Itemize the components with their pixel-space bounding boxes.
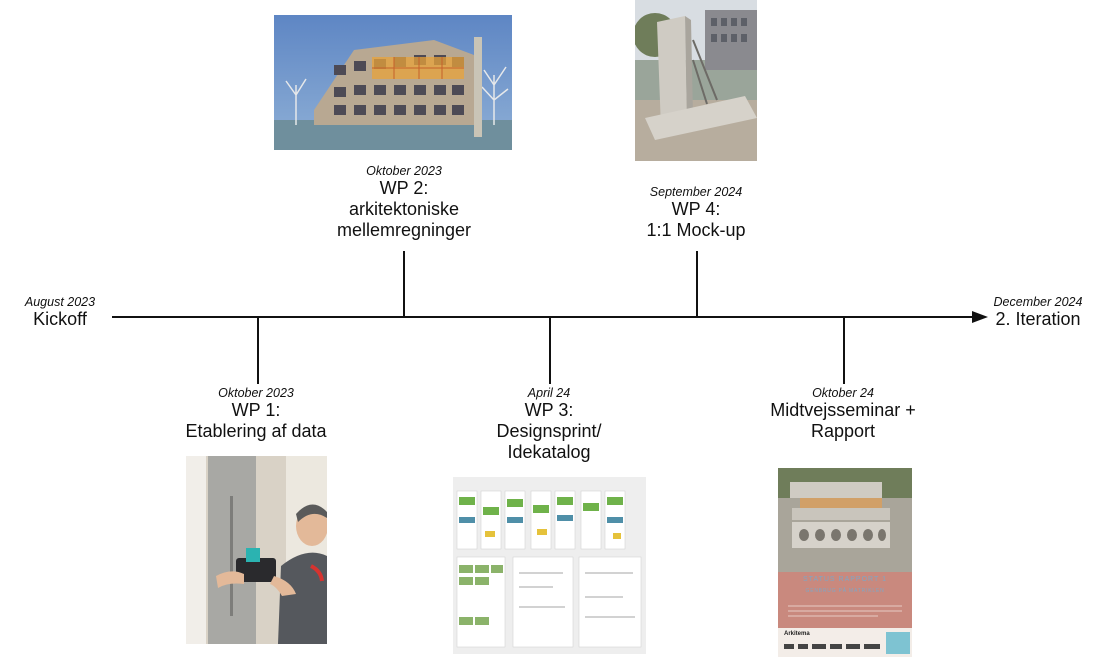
end-date: December 2024: [982, 295, 1094, 309]
wp2-date: Oktober 2023: [304, 164, 504, 178]
milestone-midtvejs: Oktober 24 Midtvejsseminar + Rapport: [743, 386, 943, 442]
kickoff-date: August 2023: [10, 295, 110, 309]
end-title: 2. Iteration: [982, 309, 1094, 330]
tick-wp1: [257, 317, 259, 384]
milestone-wp1: Oktober 2023 WP 1: Etablering af data: [156, 386, 356, 442]
milestone-end: December 2024 2. Iteration: [982, 295, 1094, 330]
wp2-line1: WP 2:: [304, 178, 504, 199]
status-report-cover: STATUS RAPPORT 1 GENBRUG PÅ MATRIKLEN Ar…: [778, 468, 912, 657]
timeline-axis: [112, 316, 982, 318]
tick-wp2: [403, 251, 405, 318]
wp1-date: Oktober 2023: [156, 386, 356, 400]
wp1-line2: Etablering af data: [156, 421, 356, 442]
wp3-designsprint-image: [453, 477, 646, 654]
wp4-line2: 1:1 Mock-up: [606, 220, 786, 241]
wp2-pointcloud-image: [274, 15, 512, 150]
report-heading: STATUS RAPPORT 1: [778, 576, 912, 583]
kickoff-title: Kickoff: [10, 309, 110, 330]
wp4-mockup-image: [635, 0, 757, 161]
wp1-line1: WP 1:: [156, 400, 356, 421]
wp3-line3: Idekatalog: [449, 442, 649, 463]
tick-midtvejs: [843, 317, 845, 384]
wp3-line1: WP 3:: [449, 400, 649, 421]
wp2-line3: mellemregninger: [304, 220, 504, 241]
midtvejs-line1: Midtvejsseminar +: [743, 400, 943, 421]
wp1-scanning-image: [186, 456, 327, 644]
wp4-line1: WP 4:: [606, 199, 786, 220]
milestone-wp4: September 2024 WP 4: 1:1 Mock-up: [606, 185, 786, 241]
tick-wp4: [696, 251, 698, 318]
report-publisher: Arkitema: [784, 631, 810, 637]
midtvejs-date: Oktober 24: [743, 386, 943, 400]
report-subheading: GENBRUG PÅ MATRIKLEN: [778, 588, 912, 594]
midtvejs-line2: Rapport: [743, 421, 943, 442]
wp3-date: April 24: [449, 386, 649, 400]
tick-wp3: [549, 317, 551, 384]
wp4-date: September 2024: [606, 185, 786, 199]
wp2-line2: arkitektoniske: [304, 199, 504, 220]
milestone-wp2: Oktober 2023 WP 2: arkitektoniske mellem…: [304, 164, 504, 241]
milestone-kickoff: August 2023 Kickoff: [10, 295, 110, 330]
milestone-wp3: April 24 WP 3: Designsprint/ Idekatalog: [449, 386, 649, 463]
wp3-line2: Designsprint/: [449, 421, 649, 442]
